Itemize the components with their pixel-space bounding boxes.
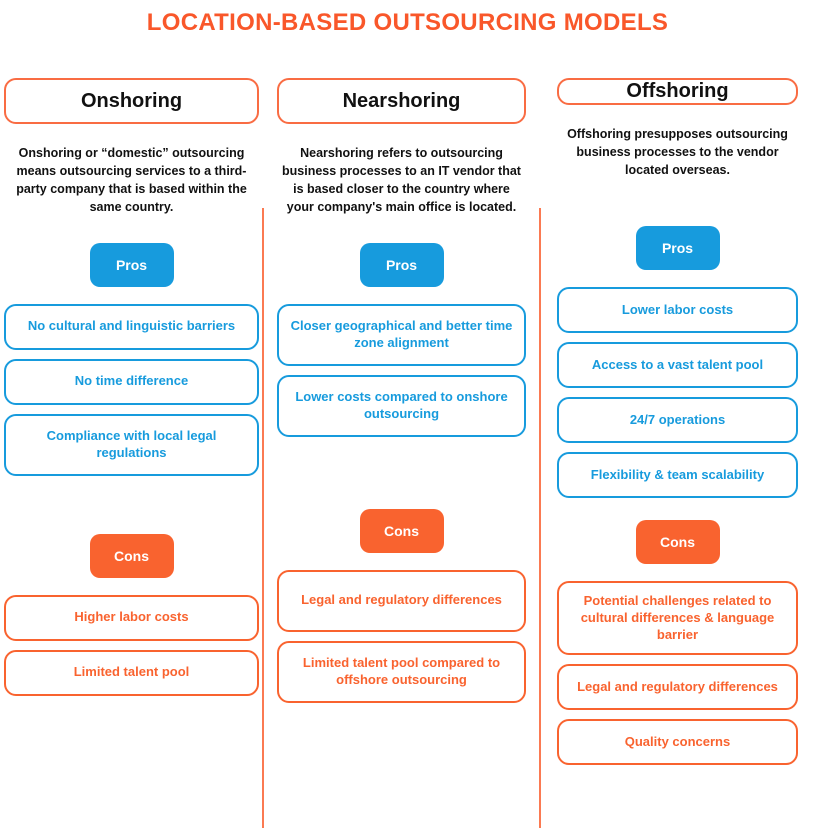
cons-item[interactable]: Quality concerns bbox=[557, 719, 798, 766]
cons-item[interactable]: Limited talent pool bbox=[4, 649, 259, 696]
column-offshoring: Offshoring Offshoring presupposes outsou… bbox=[540, 78, 815, 766]
pros-badge-onshoring: Pros bbox=[89, 242, 174, 287]
cons-list-nearshoring: Legal and regulatory differences Limited… bbox=[277, 569, 526, 703]
cons-badge-offshoring: Cons bbox=[635, 520, 720, 565]
cons-item[interactable]: Limited talent pool compared to offshore… bbox=[277, 640, 526, 703]
cons-badge-nearshoring: Cons bbox=[359, 508, 444, 553]
cons-block-offshoring: Cons Potential challenges related to cul… bbox=[557, 520, 798, 766]
pros-block-onshoring: Pros No cultural and linguistic barriers… bbox=[4, 242, 259, 476]
cons-block-onshoring: Cons Higher labor costs Limited talent p… bbox=[4, 533, 259, 696]
column-divider-2 bbox=[539, 208, 541, 828]
column-header-nearshoring[interactable]: Nearshoring bbox=[277, 78, 526, 124]
pros-item[interactable]: Lower labor costs bbox=[557, 287, 798, 334]
comparison-columns: Onshoring Onshoring or “domestic” outsou… bbox=[0, 78, 815, 828]
cons-item[interactable]: Higher labor costs bbox=[4, 594, 259, 641]
column-description-offshoring: Offshoring presupposes outsourcing busin… bbox=[567, 127, 788, 178]
pros-list-onshoring: No cultural and linguistic barriers No t… bbox=[4, 303, 259, 476]
pros-item[interactable]: Flexibility & team scalability bbox=[557, 452, 798, 499]
page-title: LOCATION-BASED OUTSOURCING MODELS bbox=[146, 9, 669, 36]
pros-item[interactable]: Access to a vast talent pool bbox=[557, 342, 798, 389]
pros-item[interactable]: Compliance with local legal regulations bbox=[4, 413, 259, 476]
pros-item[interactable]: 24/7 operations bbox=[557, 397, 798, 444]
pros-badge-nearshoring: Pros bbox=[359, 242, 444, 287]
cons-item[interactable]: Legal and regulatory differences bbox=[277, 569, 526, 632]
pros-item[interactable]: Closer geographical and better time zone… bbox=[277, 303, 526, 366]
pros-item[interactable]: Lower costs compared to onshore outsourc… bbox=[277, 374, 526, 437]
column-onshoring: Onshoring Onshoring or “domestic” outsou… bbox=[0, 78, 263, 760]
pros-item[interactable]: No cultural and linguistic barriers bbox=[4, 303, 259, 350]
column-description-nearshoring: Nearshoring refers to outsourcing busine… bbox=[282, 146, 521, 215]
column-nearshoring: Nearshoring Nearshoring refers to outsou… bbox=[263, 78, 540, 760]
cons-item[interactable]: Potential challenges related to cultural… bbox=[557, 581, 798, 656]
pros-block-offshoring: Pros Lower labor costs Access to a vast … bbox=[557, 226, 798, 499]
cons-list-offshoring: Potential challenges related to cultural… bbox=[557, 581, 798, 766]
column-description-onshoring: Onshoring or “domestic” outsourcing mean… bbox=[16, 146, 247, 215]
pros-badge-offshoring: Pros bbox=[635, 226, 720, 271]
cons-item[interactable]: Legal and regulatory differences bbox=[557, 664, 798, 711]
pros-list-offshoring: Lower labor costs Access to a vast talen… bbox=[557, 287, 798, 499]
cons-badge-onshoring: Cons bbox=[89, 533, 174, 578]
pros-list-nearshoring: Closer geographical and better time zone… bbox=[277, 303, 526, 437]
cons-block-nearshoring: Cons Legal and regulatory differences Li… bbox=[277, 508, 526, 703]
column-header-onshoring[interactable]: Onshoring bbox=[4, 78, 259, 124]
column-header-offshoring[interactable]: Offshoring bbox=[557, 78, 798, 105]
column-divider-1 bbox=[262, 208, 264, 828]
pros-item[interactable]: No time difference bbox=[4, 358, 259, 405]
pros-block-nearshoring: Pros Closer geographical and better time… bbox=[277, 242, 526, 437]
cons-list-onshoring: Higher labor costs Limited talent pool bbox=[4, 594, 259, 696]
